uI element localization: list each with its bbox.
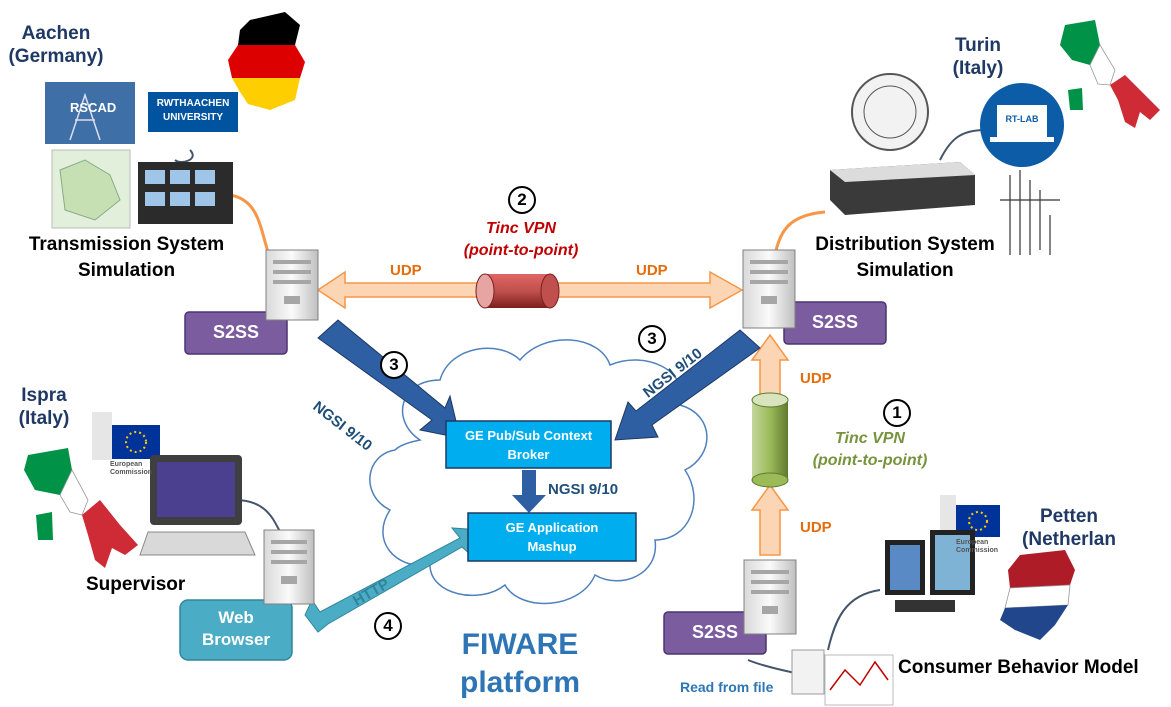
netherlands-map-icon [1000,550,1075,640]
ngsi-label-mid: NGSI 9/10 [548,481,619,498]
site-label-petten: Petten (Netherlan [1022,506,1116,550]
trading-screens-icon [885,530,975,612]
eu-commission-text-petten: European Commission [956,539,999,554]
transmission-system-label: Transmission System Simulation [28,234,225,281]
udp-label-lower: UDP [800,519,832,536]
file-document-icon [791,649,894,706]
s2ss-box-left[interactable] [184,311,288,355]
step-badge-3-right: 3 [638,325,666,353]
rscad-logo [45,82,135,144]
rtlab-logo-text: RT-LAB [1005,114,1039,124]
udp-arrow-upper [750,333,790,401]
workstation-icon [139,455,256,556]
italy-map-icon-ispra [24,448,138,568]
rwth-logo [148,92,238,132]
web-browser-box[interactable] [179,599,293,661]
italy-map-icon-turin [1060,20,1160,128]
s2ss-label-right: S2SS [811,312,859,332]
eu-commission-text-ispra: European Commission [110,461,153,476]
supervisor-label: Supervisor [86,574,186,595]
s2ss-label-left: S2SS [212,322,260,342]
fiware-platform-label: FIWARE platform [460,628,580,699]
server-icon-right [742,249,796,329]
consumer-behavior-label: Consumer Behavior Model [898,657,1139,678]
germany-map-icon [228,12,305,110]
udp-arrow-lower [750,483,790,556]
udp-label-left: UDP [390,262,422,279]
server-icon-left [265,249,319,321]
single-line-diagram-icon [1000,170,1060,255]
vpn-pipe-right [751,392,789,488]
vpn-label-right: Tinc VPN (point-to-point) [812,430,928,469]
ge-broker-label: GE Pub/Sub Context Broker [464,428,593,462]
step-badge-3-left: 3 [380,351,408,379]
udp-label-upper: UDP [800,370,832,387]
ge-mashup-label: GE Application Mashup [505,520,599,554]
eu-logo-ispra [92,412,160,460]
udp-label-right: UDP [636,262,668,279]
site-label-ispra: Ispra (Italy) [18,385,70,429]
rtlab-logo [980,83,1064,167]
rtds-rack-icon [138,162,233,224]
ngsi-arrow-left [317,319,461,439]
server-icon-bottom [743,559,797,635]
ngsi-arrow-right [614,329,761,441]
server-icon-supervisor [263,529,315,605]
site-label-aachen: Aachen (Germany) [8,23,104,67]
rscad-logo-text: RSCAD [70,100,117,115]
step-badge-4: 4 [374,612,402,640]
step-badge-2: 2 [508,186,536,214]
grid-map-icon [51,149,131,229]
step-badge-1: 1 [883,399,911,427]
vpn-pipe-top [475,273,560,309]
opal-rt-chassis-icon [830,162,975,215]
web-browser-label: Web Browser [201,608,271,649]
s2ss-label-bottom: S2SS [691,622,739,642]
polito-seal [851,73,929,151]
site-label-turin: Turin (Italy) [952,35,1004,79]
ge-mashup-box[interactable] [467,512,637,562]
vpn-label-top: Tinc VPN (point-to-point) [463,220,579,259]
ge-broker-box[interactable] [445,420,612,469]
distribution-system-label: Distribution System Simulation [815,234,995,281]
ngsi-arrow-mid [512,470,546,513]
rwth-logo-text: RWTHAACHEN UNIVERSITY [156,98,230,123]
read-from-file-label: Read from file [680,679,774,695]
udp-arrow-right [549,270,744,310]
